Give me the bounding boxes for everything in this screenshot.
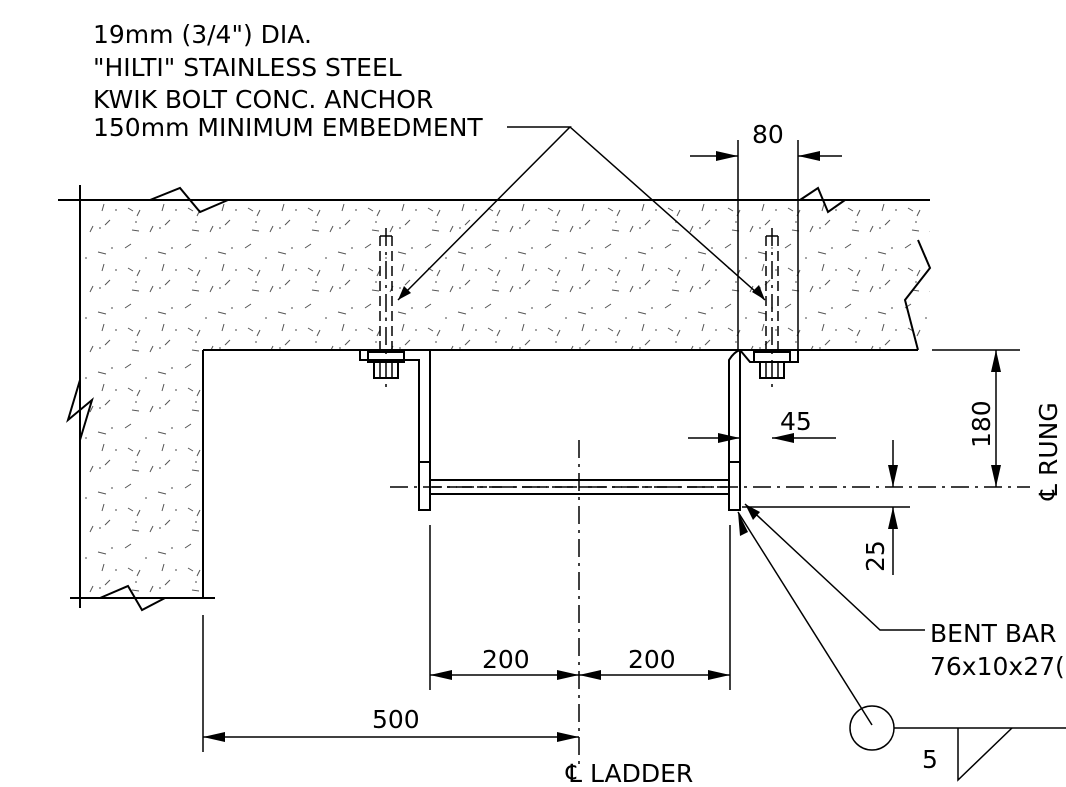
dim-200-200: 200 200 (429, 525, 731, 690)
dim-500-label: 500 (372, 705, 420, 734)
centre-ladder-label: ℄ LADDER (565, 759, 693, 787)
break-line-right (903, 239, 932, 351)
bracket-right (728, 349, 799, 511)
centre-rung-label: ℄ RUNG (1034, 402, 1063, 501)
dim-200-left-label: 200 (482, 645, 530, 674)
bent-bar-note: BENT BAR 76x10x27( (930, 619, 1065, 681)
dim-25: 25 (742, 440, 910, 575)
dim-500: 500 (202, 615, 579, 752)
dim-180: 180 (932, 349, 1020, 487)
anchor-note-line3: KWIK BOLT CONC. ANCHOR (93, 85, 433, 114)
bent-bar-leader (744, 503, 925, 631)
ladder-rung (390, 479, 1030, 495)
weld-symbol: 5 (737, 511, 1066, 782)
dim-200-right-label: 200 (628, 645, 676, 674)
weld-all-around-circle (849, 705, 895, 751)
anchor-note-line4: 150mm MINIMUM EMBEDMENT (93, 113, 483, 142)
dim-80-label: 80 (752, 120, 784, 149)
anchor-note-line2: "HILTI" STAINLESS STEEL (93, 53, 402, 82)
bent-bar-note-line1: BENT BAR (930, 619, 1057, 648)
bracket-left (359, 349, 431, 511)
break-line-top-left (149, 186, 229, 214)
weld-size-label: 5 (922, 745, 938, 774)
break-line-top-right (799, 186, 846, 214)
anchor-note-line1: 19mm (3/4") DIA. (93, 20, 312, 49)
concrete-section (58, 185, 932, 612)
anchor-leader (397, 126, 766, 301)
break-line-wall (66, 379, 94, 441)
break-line-wall-bottom (99, 584, 166, 612)
anchor-left (367, 228, 405, 392)
bent-bar-note-line2: 76x10x27( (930, 652, 1065, 681)
dim-45-label: 45 (780, 407, 812, 436)
dim-180-label: 180 (967, 400, 996, 448)
dim-25-label: 25 (861, 540, 890, 572)
dim-45: 45 (688, 407, 836, 443)
concrete-fill (80, 200, 930, 598)
dim-80: 80 (690, 120, 842, 350)
anchor-note: 19mm (3/4") DIA. "HILTI" STAINLESS STEEL… (93, 20, 483, 142)
